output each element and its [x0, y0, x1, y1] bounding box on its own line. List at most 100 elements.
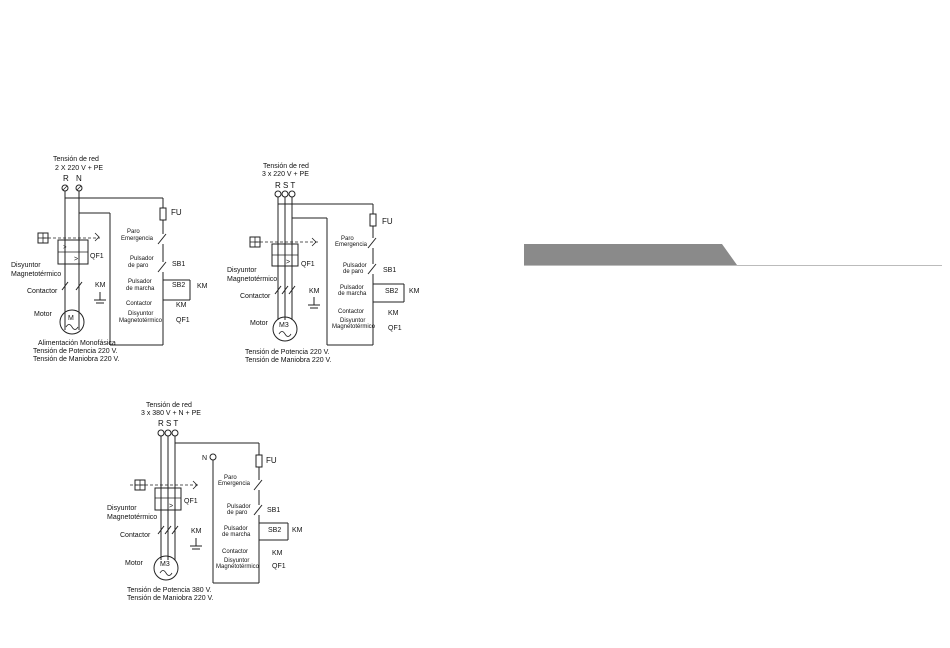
- note-2: Tensión de Maniobra 220 V.: [127, 595, 214, 602]
- start-button-label-2: de marcha: [338, 291, 367, 297]
- supply-title: Tensión de red: [53, 156, 99, 163]
- gray-banner: [524, 244, 942, 266]
- breaker-icon: [249, 236, 261, 248]
- neutral-terminal-icon: [209, 453, 217, 461]
- breaker-label-1: Disyuntor: [107, 505, 137, 512]
- control-circuit: [157, 207, 191, 345]
- diagram-three-phase-220: Tensión de red 3 x 220 V + PE R S T > QF…: [227, 163, 420, 364]
- earth-icon: [308, 297, 320, 309]
- emergency-label-2: Emergencia: [218, 481, 251, 487]
- qf1-label: QF1: [184, 498, 198, 505]
- terminals-label: R S T: [275, 181, 295, 190]
- aux-km-label: KM: [388, 310, 399, 317]
- terminal-icons: [61, 184, 83, 192]
- contactor-contacts-icon: [157, 525, 179, 535]
- stop-button-label-2: de paro: [343, 269, 364, 275]
- breaker-icon: [134, 479, 146, 491]
- power-wiring: [255, 197, 374, 346]
- motor-symbol: M3: [279, 322, 289, 329]
- aux-breaker-label-2: Magnetotérmico: [332, 324, 376, 330]
- emergency-label-2: Emergencia: [335, 242, 368, 248]
- earth-icon: [94, 292, 106, 304]
- stop-button-label-1: Pulsador: [343, 263, 367, 269]
- breaker-label-1: Disyuntor: [227, 267, 257, 274]
- control-circuit: [367, 213, 405, 345]
- earth-icon: [190, 538, 202, 550]
- aux-breaker-label-1: Disyuntor: [340, 318, 365, 324]
- emergency-label-1: Paro: [224, 475, 237, 481]
- terminal-n: N: [76, 174, 82, 183]
- terminal-icons: [274, 190, 296, 198]
- contactor-contacts-icon: [61, 281, 83, 291]
- note-1: Tensión de Potencia 220 V.: [245, 349, 330, 356]
- note-2: Tensión de Maniobra 220 V.: [245, 357, 332, 364]
- sb2-label: SB2: [172, 282, 185, 289]
- fuse-label: FU: [382, 217, 393, 226]
- stop-button-label-1: Pulsador: [130, 256, 154, 262]
- start-button-label-1: Pulsador: [340, 285, 364, 291]
- sb1-label: SB1: [172, 261, 185, 268]
- breaker-label-2: Magnetotérmico: [11, 271, 61, 278]
- emergency-label-1: Paro: [127, 229, 140, 235]
- sb1-label: SB1: [383, 267, 396, 274]
- note-3: Tensión de Maniobra 220 V.: [33, 356, 120, 363]
- motor-label: Motor: [34, 311, 53, 318]
- diagram-three-phase-380: Tensión de red 3 x 380 V + N + PE R S T …: [107, 402, 303, 602]
- neutral-label: N: [202, 455, 207, 462]
- start-button-label-1: Pulsador: [128, 279, 152, 285]
- qf1-label: QF1: [301, 261, 315, 268]
- aux-qf1-label: QF1: [176, 317, 190, 324]
- aux-km-label: KM: [272, 550, 283, 557]
- motor-label: Motor: [250, 320, 269, 327]
- contactor-label: Contactor: [120, 532, 151, 539]
- power-wiring: [43, 191, 164, 346]
- motor-label: Motor: [125, 560, 144, 567]
- motor-symbol: M: [68, 315, 74, 322]
- supply-title: Tensión de red: [146, 402, 192, 409]
- qf1-label: QF1: [90, 253, 104, 260]
- sb1-label: SB1: [267, 507, 280, 514]
- terminal-icons: [157, 429, 179, 437]
- km-coil-label: KM: [191, 528, 202, 535]
- contactor-label: Contactor: [27, 288, 58, 295]
- aux-qf1-label: QF1: [388, 325, 402, 332]
- note-1: Alimentación Monofásica: [38, 340, 116, 347]
- stop-button-label-2: de paro: [227, 510, 248, 516]
- fuse-label: FU: [266, 456, 277, 465]
- sb2-label: SB2: [385, 288, 398, 295]
- supply-value: 3 x 220 V + PE: [262, 171, 309, 178]
- aux-breaker-label-1: Disyuntor: [224, 558, 249, 564]
- sb2-label: SB2: [268, 527, 281, 534]
- aux-contactor-label: Contactor: [126, 301, 152, 307]
- motor-icon: [272, 316, 298, 342]
- supply-value: 3 x 380 V + N + PE: [141, 410, 201, 417]
- breaker-icon: [37, 232, 49, 244]
- aux-contactor-label: Contactor: [222, 549, 248, 555]
- supply-title: Tensión de red: [263, 163, 309, 170]
- km-coil-label: KM: [309, 288, 320, 295]
- km-contact-label: KM: [197, 283, 208, 290]
- start-button-label-2: de marcha: [222, 532, 251, 538]
- start-button-label-2: de marcha: [126, 286, 155, 292]
- fuse-label: FU: [171, 208, 182, 217]
- magnetic-symbol: >: [286, 259, 290, 266]
- aux-breaker-label-2: Magnetotérmico: [216, 564, 260, 570]
- contactor-contacts-icon: [274, 285, 296, 295]
- magnetic-symbol: >: [169, 503, 173, 510]
- breaker-label-2: Magnetotérmico: [227, 276, 277, 283]
- control-circuit: [253, 454, 289, 583]
- km-contact-label: KM: [292, 527, 303, 534]
- stop-button-label-2: de paro: [128, 263, 149, 269]
- km-contact-label: KM: [409, 288, 420, 295]
- aux-contactor-label: Contactor: [338, 309, 364, 315]
- aux-km-label: KM: [176, 302, 187, 309]
- contactor-label: Contactor: [240, 293, 271, 300]
- note-1: Tensión de Potencia 380 V.: [127, 587, 212, 594]
- aux-breaker-label-1: Disyuntor: [128, 311, 153, 317]
- emergency-label-1: Paro: [341, 236, 354, 242]
- breaker-label-2: Magnetotérmico: [107, 514, 157, 521]
- emergency-label-2: Emergencia: [121, 236, 154, 242]
- terminal-r: R: [63, 174, 69, 183]
- breaker-label-1: Disyuntor: [11, 262, 41, 269]
